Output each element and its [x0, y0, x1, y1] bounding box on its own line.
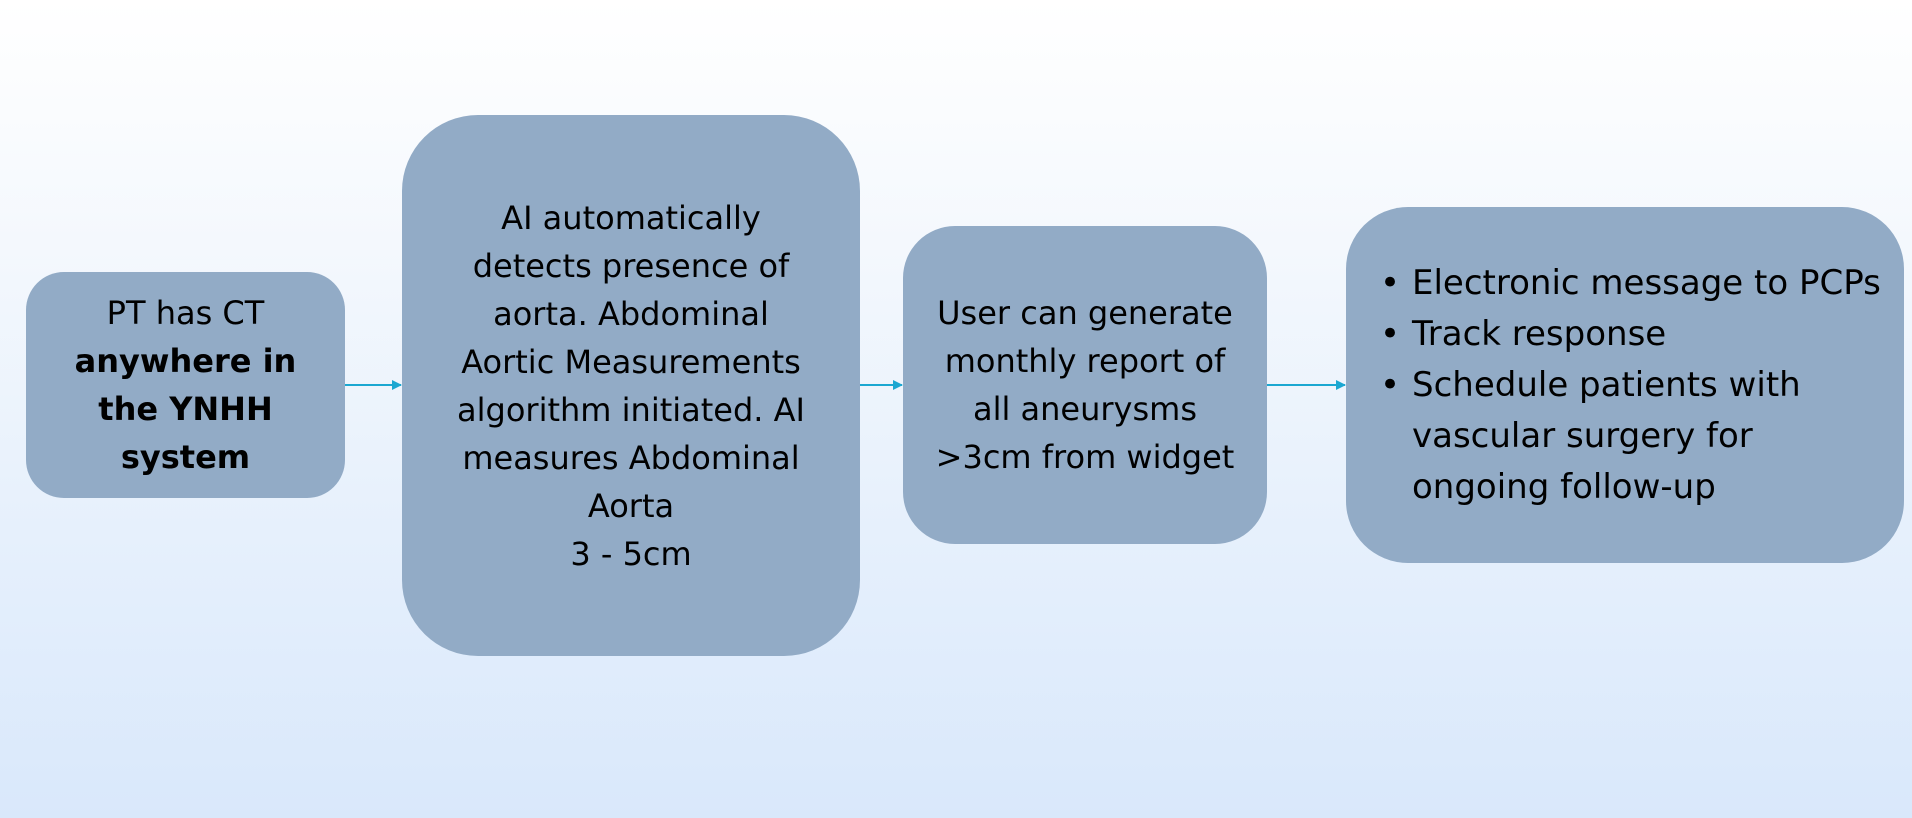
step-1-bold-line: the YNHH	[98, 390, 273, 428]
step-2-line: AI automatically	[501, 198, 761, 237]
bullet-line: Track response	[1412, 313, 1667, 354]
step-1-bold-line: anywhere in	[74, 342, 297, 380]
step-2-line: algorithm initiated. AI	[457, 390, 805, 429]
bullet-line: ongoing follow-up	[1412, 466, 1716, 507]
bullet-item: • Track response	[1380, 309, 1881, 360]
step-2-line: detects presence of	[472, 246, 790, 285]
step-2-box: AI automatically detects presence of aor…	[402, 115, 860, 656]
step-1-line: PT has CT	[106, 294, 265, 332]
step-3-line: monthly report of	[944, 342, 1226, 380]
step-2-line: aorta. Abdominal	[493, 294, 769, 333]
bullet-icon: •	[1380, 262, 1401, 303]
step-1-box: PT has CT anywhere in the YNHH system	[26, 272, 345, 498]
step-1-text: PT has CT anywhere in the YNHH system	[75, 289, 297, 481]
bullet-line: Schedule patients with	[1412, 364, 1801, 405]
bullet-line: Electronic message to PCPs	[1412, 262, 1881, 303]
step-3-line: >3cm from widget	[935, 438, 1235, 476]
step-2-line: measures Abdominal	[462, 438, 800, 477]
step-1-bold-line: system	[120, 438, 251, 476]
step-2-line: 3 - 5cm	[570, 534, 692, 573]
step-2-line: Aorta	[587, 486, 675, 525]
step-2-line: Aortic Measurements	[461, 342, 801, 381]
bullet-icon: •	[1380, 364, 1401, 405]
step-2-text: AI automatically detects presence of aor…	[457, 194, 805, 578]
step-3-box: User can generate monthly report of all …	[903, 226, 1267, 544]
bullet-icon: •	[1380, 313, 1401, 354]
step-3-line: User can generate	[937, 294, 1233, 332]
bullet-item: • Electronic message to PCPs	[1380, 258, 1881, 309]
step-3-line: all aneurysms	[972, 390, 1197, 428]
step-4-box: • Electronic message to PCPs • Track res…	[1346, 207, 1904, 563]
step-3-text: User can generate monthly report of all …	[936, 289, 1235, 481]
step-4-bullet-list: • Electronic message to PCPs • Track res…	[1380, 258, 1881, 513]
bullet-item: • Schedule patients with vascular surger…	[1380, 360, 1881, 513]
bullet-line: vascular surgery for	[1412, 415, 1753, 456]
